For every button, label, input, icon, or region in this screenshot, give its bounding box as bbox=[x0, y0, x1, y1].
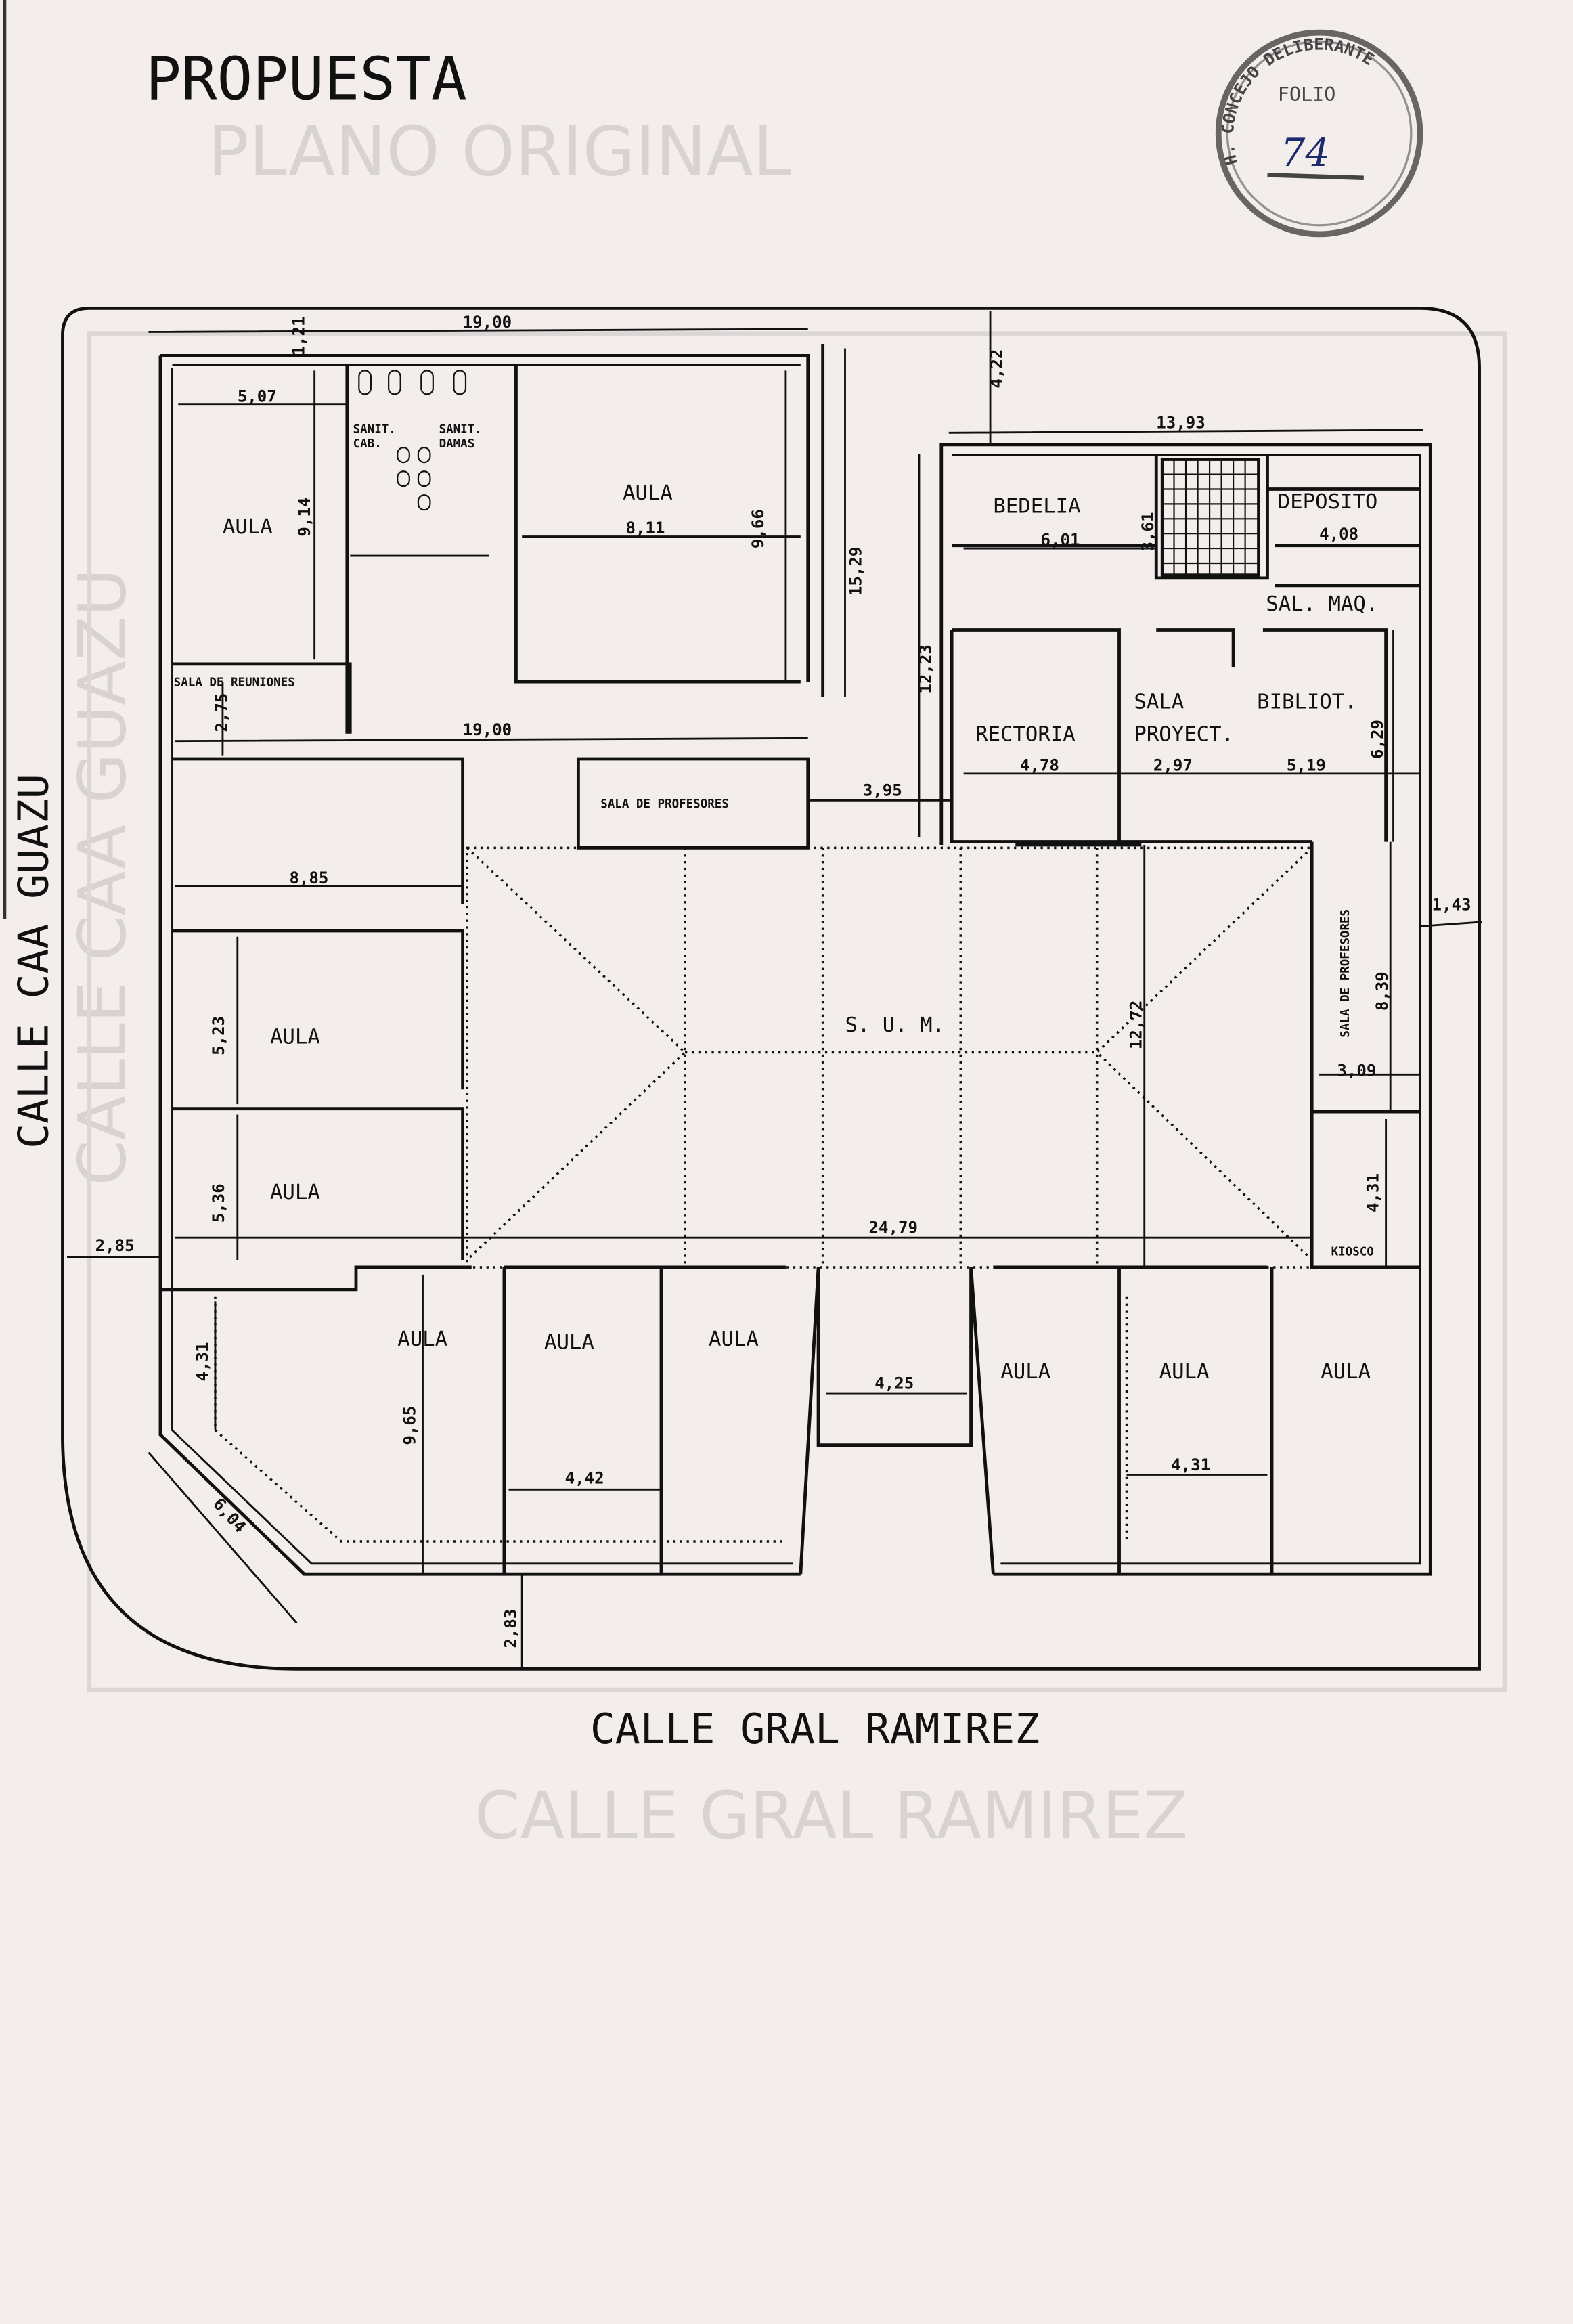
dim-label: 2,85 bbox=[95, 1236, 135, 1255]
dim-label: 19,00 bbox=[463, 720, 512, 739]
room-aula-s6: AULA bbox=[1321, 1360, 1371, 1384]
dim-label: 4,78 bbox=[1020, 755, 1059, 774]
room-sala-reuniones: SALA DE REUNIONES bbox=[174, 676, 295, 690]
room-aula-s4: AULA bbox=[1000, 1360, 1050, 1384]
stamp-label: FOLIO bbox=[1278, 83, 1336, 106]
room-deposito: DEPOSITO bbox=[1278, 490, 1378, 514]
dimension-lines bbox=[67, 311, 1483, 1668]
dim-label: 9,65 bbox=[401, 1406, 420, 1445]
dim-label: 3,09 bbox=[1337, 1061, 1376, 1080]
dim-label: 19,00 bbox=[463, 313, 512, 332]
street-left: CALLE CAA GUAZU bbox=[10, 774, 58, 1149]
room-aula-w1: AULA bbox=[270, 1025, 320, 1049]
dim-label: 8,11 bbox=[625, 519, 665, 538]
room-bedelia: BEDELIA bbox=[993, 495, 1080, 519]
dim-label: 1,43 bbox=[1432, 895, 1471, 914]
room-aula-s2: AULA bbox=[544, 1330, 594, 1354]
street-bottom: CALLE GRAL RAMIREZ bbox=[590, 1705, 1040, 1753]
dim-label: 4,31 bbox=[1364, 1173, 1383, 1212]
dim-label: 4,25 bbox=[874, 1374, 914, 1393]
dim-label: 9,14 bbox=[295, 498, 314, 537]
ghost-title: PLANO ORIGINAL bbox=[208, 112, 791, 191]
room-sala-proyect: SALA bbox=[1134, 690, 1184, 714]
dim-label: 5,23 bbox=[209, 1016, 228, 1055]
room-sala-profesores-n: SALA DE PROFESORES bbox=[600, 797, 729, 811]
room-sanit-cab-2: CAB. bbox=[353, 437, 382, 451]
room-sanit-damas-2: DAMAS bbox=[439, 437, 475, 451]
room-rectoria: RECTORIA bbox=[975, 723, 1076, 747]
room-labels: AULA SANIT. CAB. SANIT. DAMAS AULA SALA … bbox=[174, 422, 1379, 1384]
folio-stamp: H. CONCEJO DELIBERANTE FOLIO 74 bbox=[1215, 29, 1423, 238]
sum-roof-lines bbox=[214, 846, 1313, 1543]
stamp-number: 74 bbox=[1281, 131, 1329, 175]
bathroom-tiles bbox=[1160, 458, 1260, 577]
dim-label: 2,83 bbox=[501, 1609, 520, 1648]
room-sala-profesores-e: SALA DE PROFESORES bbox=[1339, 909, 1352, 1038]
room-sala-proyect-2: PROYECT. bbox=[1134, 723, 1234, 747]
dim-label: 4,31 bbox=[193, 1342, 212, 1382]
room-aula-s3: AULA bbox=[709, 1328, 759, 1351]
room-aula-n: AULA bbox=[623, 481, 673, 505]
room-sanit-cab: SANIT. bbox=[353, 422, 396, 436]
dim-label: 1,21 bbox=[289, 316, 308, 355]
room-bibliot: BIBLIOT. bbox=[1257, 690, 1357, 714]
dim-label: 6,01 bbox=[1040, 531, 1080, 550]
dim-label: 24,79 bbox=[869, 1219, 918, 1237]
dim-label: 8,39 bbox=[1373, 971, 1392, 1011]
dim-label: 3,95 bbox=[863, 781, 902, 800]
dim-label: 6,29 bbox=[1368, 720, 1387, 759]
room-sum: S. U. M. bbox=[845, 1013, 945, 1037]
dim-label: 5,19 bbox=[1287, 755, 1326, 774]
ghost-street-left: CALLE CAA GUAZU bbox=[64, 569, 140, 1186]
room-aula-s5: AULA bbox=[1159, 1360, 1210, 1384]
dim-label: 13,93 bbox=[1156, 414, 1205, 433]
dim-label: 12,72 bbox=[1126, 1001, 1145, 1049]
room-sanit-damas: SANIT. bbox=[439, 422, 482, 436]
lot-boundary bbox=[61, 306, 1481, 1671]
dim-label: 2,97 bbox=[1153, 755, 1193, 774]
ghost-outline bbox=[87, 331, 1507, 1692]
room-aula-nw: AULA bbox=[223, 515, 273, 539]
dim-label: 2,75 bbox=[212, 693, 231, 732]
dim-label: 4,22 bbox=[988, 349, 1006, 389]
room-aula-w2: AULA bbox=[270, 1181, 320, 1204]
dimension-labels: 19,00 1,21 5,07 9,14 8,11 9,66 15,29 4,2… bbox=[95, 313, 1471, 1648]
dim-label: 15,29 bbox=[847, 547, 866, 596]
dim-label: 12,23 bbox=[916, 644, 935, 693]
dim-label: 3,61 bbox=[1138, 512, 1157, 551]
walls bbox=[158, 343, 1432, 1576]
room-kiosco: KIOSCO bbox=[1331, 1245, 1374, 1258]
dim-label: 8,85 bbox=[289, 869, 328, 887]
toilet-fixtures bbox=[358, 370, 467, 511]
ghost-street-bottom: CALLE GRAL RAMIREZ bbox=[474, 1778, 1188, 1854]
dim-label: 9,66 bbox=[749, 509, 768, 548]
dim-label: 4,42 bbox=[565, 1469, 604, 1488]
dim-label: 4,31 bbox=[1171, 1455, 1210, 1474]
dim-label: 5,36 bbox=[209, 1183, 228, 1223]
page-title: PROPUESTA bbox=[146, 45, 466, 114]
dim-label: 5,07 bbox=[238, 387, 277, 405]
room-sal-maq: SAL. MAQ. bbox=[1266, 592, 1378, 616]
dim-label: 4,08 bbox=[1319, 525, 1358, 544]
